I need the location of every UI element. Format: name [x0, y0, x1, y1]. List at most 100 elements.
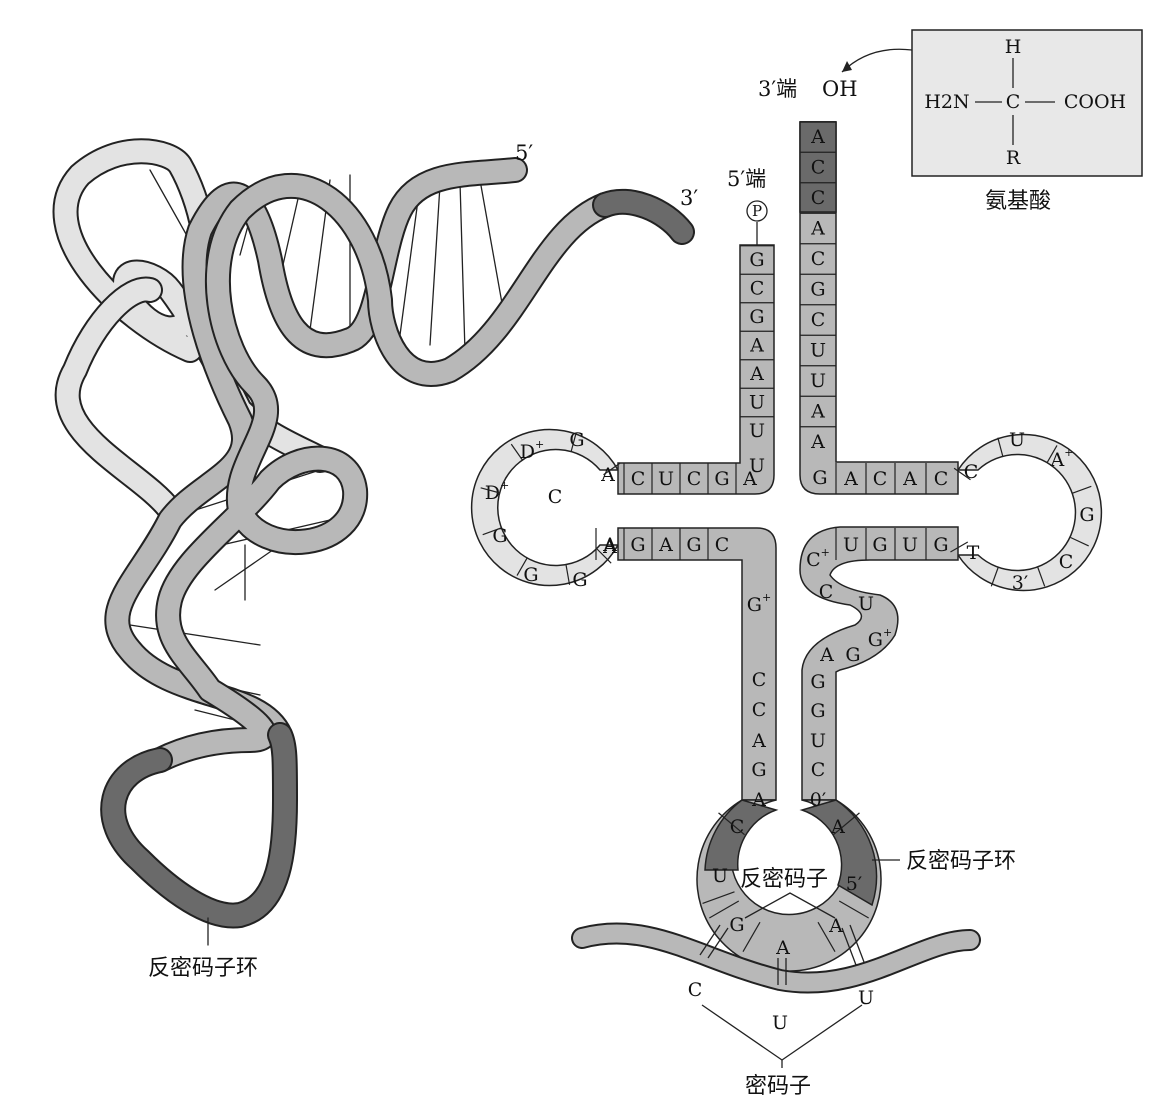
aa-nh2: H2N — [924, 91, 969, 113]
acceptor-cca-box — [799, 121, 837, 213]
anticodon-stem-right-base-1: G — [810, 671, 825, 693]
acceptor-3-arm-base-6: G — [810, 279, 825, 301]
t-stem-top-base-1: A — [843, 468, 858, 490]
d-stem-top-base-2: U — [658, 468, 674, 490]
anticodon-stem-right-base-3: U — [810, 730, 826, 752]
t-stem-bottom-base-2: G — [872, 534, 887, 556]
acceptor-3-arm-base-12: G — [812, 467, 827, 489]
variable-loop-base-2: C — [819, 581, 834, 603]
t-stem-top-base-2: C — [873, 468, 888, 490]
d-stem-bottom-base-3: A — [658, 534, 673, 556]
d-loop-base-1: A — [600, 464, 615, 486]
amino-acid-box: H C R H2N COOH — [911, 29, 1143, 177]
codon-anticodon-pairs — [699, 924, 865, 985]
anticodon-loop-base-6: 5′ — [846, 873, 862, 895]
t-loop-base-1: C — [964, 461, 979, 483]
anticodon-center-label: 反密码子 — [740, 867, 828, 892]
anticodon-stem-left-base-4: A — [751, 730, 766, 752]
mrna-strand — [571, 922, 981, 994]
acceptor-5-arm-base-6: U — [749, 392, 765, 414]
d-stem-bottom-base-5: C — [715, 534, 730, 556]
anticodon-stem-left-base-5: G — [751, 759, 766, 781]
acceptor-3-arm-base-7: C — [811, 309, 826, 331]
codon-bracket — [701, 1004, 863, 1068]
anticodon-stem-right-base-5: 0′ — [810, 789, 826, 811]
codon-base-3: U — [858, 987, 874, 1009]
variable-loop-base-5: G — [845, 644, 860, 666]
acceptor-5-arm-base-2: C — [750, 278, 765, 300]
d-stem-top-base-5: A — [742, 468, 757, 490]
anticodon-loop-base-3: G — [729, 914, 744, 936]
t-loop-base-2: U — [1009, 429, 1025, 451]
anticodon-loop-base-4: A — [775, 937, 790, 959]
d-loop-base-3: D+ — [520, 438, 544, 464]
acceptor-3-arm-base-1: A — [810, 126, 825, 148]
anticodon-loop-base-1: C — [730, 816, 745, 838]
t-stem-top-base-3: A — [902, 468, 917, 490]
oh-label: OH — [822, 77, 858, 101]
d-loop-base-7: G — [572, 569, 587, 591]
t-loop — [956, 433, 1103, 592]
attach-arrow — [841, 48, 913, 73]
t-stem-top-base-4: C — [934, 468, 949, 490]
acceptor-3-arm-base-10: A — [810, 401, 825, 423]
anticodon-stem-right-base-2: G — [810, 700, 825, 722]
phosphate-circle — [746, 200, 768, 222]
t-stem-bottom-base-4: G — [933, 534, 948, 556]
amino-acid-caption: 氨基酸 — [985, 189, 1051, 214]
acceptor-5-arm-base-1: G — [749, 249, 764, 271]
t-stem-bottom-base-1: U — [843, 534, 859, 556]
acceptor-3-arm-base-4: A — [810, 218, 825, 240]
acceptor-3-arm-base-11: A — [810, 431, 825, 453]
anticodon-stem-right-base-4: C — [811, 759, 826, 781]
codon-base-1: C — [688, 979, 703, 1001]
phosphate-label: P — [752, 202, 762, 220]
anticodon-stem-left-base-3: C — [752, 699, 767, 721]
d-loop-base-5: G — [492, 525, 507, 547]
aa-r: R — [1006, 147, 1021, 169]
anticodon-loop-base-5: A — [828, 915, 843, 937]
aa-c: C — [1006, 91, 1021, 113]
acceptor-3-arm-base-8: U — [810, 340, 826, 362]
anticodon-stem-left-base-6: A — [751, 789, 766, 811]
d-loop-inner-base: C — [548, 486, 563, 508]
d-stem-top-base-1: C — [631, 468, 646, 490]
acceptor-3-arm-base-9: U — [810, 370, 826, 392]
acceptor-5-arm-base-5: A — [749, 363, 764, 385]
anticodon-stem-left-base-2: C — [752, 669, 767, 691]
t-loop-base-6: 3′ — [1012, 572, 1028, 594]
t-stem-bottom-base-3: U — [902, 534, 918, 556]
d-stem-bottom-base-4: G — [686, 534, 701, 556]
aa-h: H — [1005, 36, 1022, 58]
left-3prime-label: 3′ — [680, 186, 698, 210]
five-prime-end-label: 5′端 — [727, 167, 766, 191]
cloverleaf-loops — [470, 428, 1103, 592]
trna-3d-structure — [52, 138, 695, 946]
d-stem-bottom-base-2: G — [630, 534, 645, 556]
three-prime-end-label: 3′端 — [758, 77, 797, 101]
d-loop-base-6: G — [523, 564, 538, 586]
d-loop-base-4: D+ — [485, 479, 509, 505]
t-loop-base-4: G — [1079, 504, 1094, 526]
acceptor-3-arm-base-5: C — [811, 248, 826, 270]
codon-label: 密码子 — [745, 1074, 811, 1099]
anticodon-triangle — [744, 892, 836, 919]
d-stem-top-base-3: C — [687, 468, 702, 490]
t-loop-base-5: C — [1059, 551, 1074, 573]
d-stem-top-base-4: G — [714, 468, 729, 490]
acceptor-5-arm-base-8: U — [749, 455, 765, 477]
left-5prime-label: 5′ — [515, 141, 533, 165]
variable-loop-base-6: A — [819, 644, 834, 666]
acceptor-3-arm-base-2: C — [811, 157, 826, 179]
anticodon-loop-base-2: U — [712, 865, 728, 887]
left-anticodon-loop-label: 反密码子环 — [148, 956, 258, 981]
d-loop — [470, 428, 620, 587]
variable-loop-base-4: G+ — [868, 626, 892, 652]
codon-base-2: U — [772, 1012, 788, 1034]
variable-loop-base-3: U — [858, 593, 874, 615]
d-loop-base-8: A — [602, 536, 617, 558]
t-loop-base-7: T — [967, 542, 980, 564]
acceptor-5-arm-base-4: A — [749, 335, 764, 357]
